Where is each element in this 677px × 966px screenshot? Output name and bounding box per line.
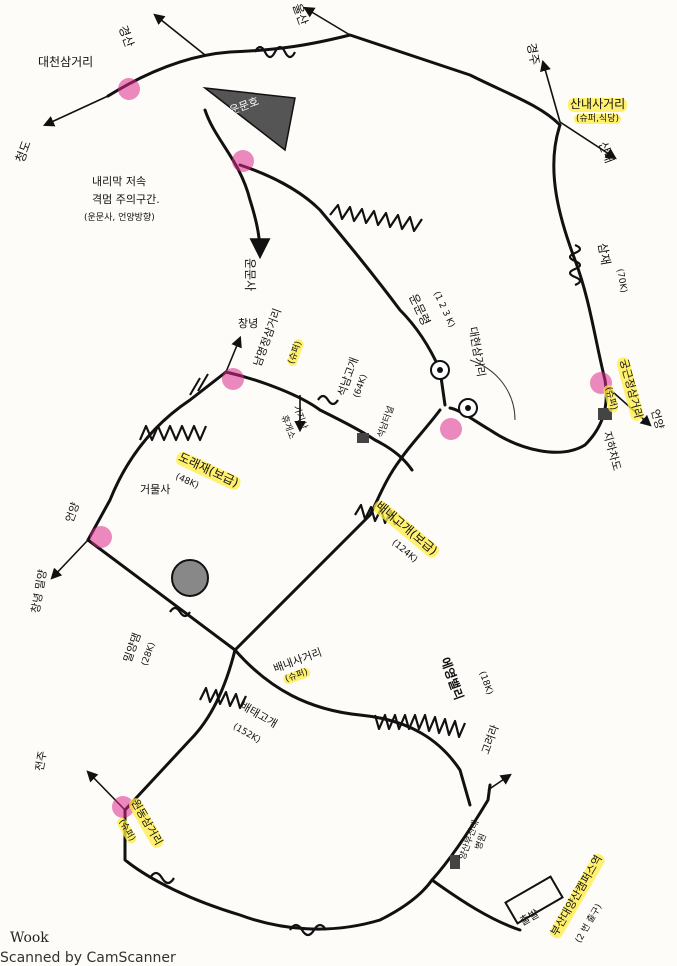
climb-bottom-2 bbox=[289, 923, 327, 937]
label-steep-1: 내리막 저속 bbox=[92, 175, 147, 188]
road-to-sannae bbox=[559, 121, 617, 160]
climb-top-coil bbox=[254, 45, 296, 59]
road-to-gyeongju bbox=[540, 59, 561, 123]
unmun-reservoir-shape bbox=[202, 86, 296, 152]
road-to-ulsan-top bbox=[303, 6, 351, 36]
climb-samjae bbox=[568, 243, 582, 287]
road-top bbox=[106, 33, 562, 127]
signature: Wook bbox=[10, 930, 49, 946]
climb-bottom-1 bbox=[149, 871, 175, 885]
climb-seokgol bbox=[317, 394, 339, 406]
road-bottom bbox=[123, 808, 434, 931]
marker-daecheon bbox=[118, 78, 140, 100]
scanner-watermark: Scanned by CamScanner bbox=[0, 950, 176, 966]
road-to-changnyeong-miryang bbox=[50, 539, 89, 580]
marker-daehyeon bbox=[440, 418, 462, 440]
road-middle bbox=[238, 163, 447, 407]
label-sannae-jct-sub: (슈퍼,식당) bbox=[574, 114, 622, 125]
label-samjae: 삼재 bbox=[595, 241, 613, 267]
label-steep-2: 격멈 주의구간. bbox=[92, 193, 160, 206]
label-daecheon: 대천삼거리 bbox=[38, 55, 94, 69]
road-namyeong-east bbox=[224, 370, 414, 472]
label-sannae-jct: 산내사거리 bbox=[568, 97, 628, 112]
climb-doraejae bbox=[138, 424, 208, 442]
road-baenae-jct bbox=[123, 648, 237, 812]
marker-eonyang-left bbox=[90, 526, 112, 548]
climb-unmunryeong bbox=[329, 203, 423, 233]
road-left-upper bbox=[86, 370, 228, 542]
label-steep-3: (운문사, 언양방향) bbox=[84, 213, 155, 223]
marker-unmunsa bbox=[232, 150, 254, 172]
road-to-changnyeong bbox=[225, 335, 242, 373]
climb-baenaegogae2 bbox=[199, 686, 247, 710]
label-changnyeong: 창녕 bbox=[238, 317, 259, 330]
road-start bbox=[430, 878, 522, 932]
road-to-gyeongsan bbox=[153, 13, 206, 56]
miryang-circle bbox=[171, 559, 209, 597]
road-left-diag bbox=[86, 538, 237, 652]
climb-miryang bbox=[169, 606, 191, 618]
label-gyeongju: 경주 bbox=[524, 41, 542, 67]
road-eoyeong bbox=[233, 648, 472, 807]
climb-eoyeong bbox=[373, 713, 467, 739]
road-to-cheongdo bbox=[42, 95, 109, 127]
road-unmunsa-branch bbox=[203, 108, 271, 260]
start-box bbox=[504, 875, 564, 925]
label-gyeolgeum: 거물사 bbox=[140, 483, 171, 496]
label-unmunsa: 운문사 bbox=[243, 258, 257, 292]
marker-namyeong bbox=[222, 368, 244, 390]
road-campus bbox=[430, 783, 492, 882]
road-to-tongdoyang bbox=[487, 773, 512, 791]
